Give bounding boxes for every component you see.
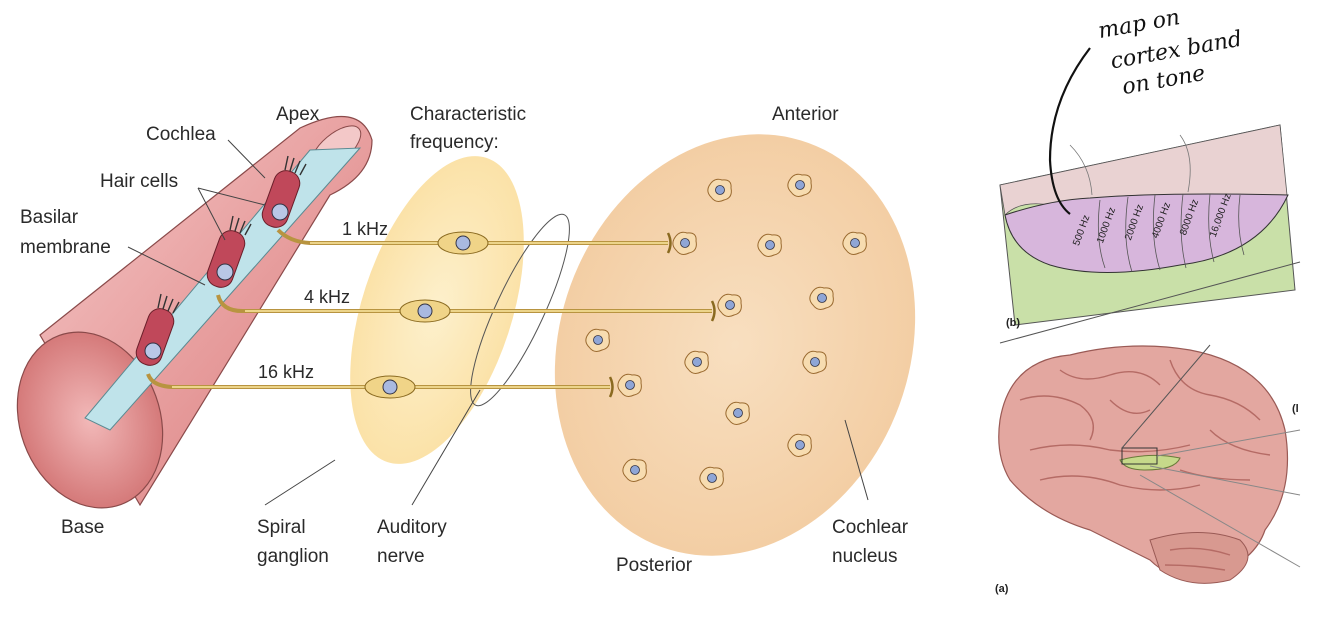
nerve-fiber-1khz	[276, 228, 672, 255]
nucleus-neuron	[787, 173, 812, 197]
panel-b-label: (b)	[1006, 317, 1021, 329]
leader-lines	[127, 139, 869, 506]
frequency-1khz-label: 1 kHz	[342, 219, 389, 239]
basilar-label-line1: Basilar	[20, 207, 79, 228]
auditory-nerve-line2: nerve	[377, 546, 425, 567]
frequency-4khz-label: 4 kHz	[304, 287, 351, 307]
nucleus-neuron	[809, 286, 834, 310]
hair-cells-label: Hair cells	[100, 171, 179, 192]
nucleus-neuron	[757, 233, 782, 257]
nucleus-neurons	[585, 173, 867, 490]
base-label: Base	[61, 517, 105, 538]
cochlea-label: Cochlea	[146, 124, 216, 145]
frequency-16khz-label: 16 kHz	[258, 362, 315, 382]
nucleus-neuron	[787, 433, 812, 457]
cochlear-nucleus-region	[554, 134, 916, 556]
nucleus-neuron	[684, 350, 709, 374]
brain-illustration	[998, 344, 1301, 584]
nucleus-neuron	[717, 293, 742, 317]
basilar-label-line2: membrane	[20, 237, 111, 258]
auditory-nerve-outline	[470, 213, 570, 407]
nucleus-neuron	[699, 466, 724, 490]
cochlear-nucleus-line2: nucleus	[832, 546, 898, 567]
nucleus-neuron	[842, 231, 867, 255]
characteristic-frequency-line2: frequency:	[410, 132, 499, 153]
spiral-ganglion-line1: Spiral	[257, 517, 306, 538]
nucleus-neuron	[672, 231, 697, 255]
nucleus-neuron	[617, 373, 642, 397]
posterior-label: Posterior	[616, 555, 693, 576]
handwritten-arrow	[1048, 47, 1091, 215]
nucleus-neuron	[707, 178, 732, 202]
nucleus-neuron	[585, 328, 610, 352]
spiral-ganglion-line2: ganglion	[257, 546, 329, 567]
nucleus-neuron	[622, 458, 647, 482]
nucleus-neuron	[802, 350, 827, 374]
hair-cell	[261, 155, 307, 228]
brain-cut-label: (l	[1292, 403, 1299, 415]
nerve-fiber-16khz	[146, 373, 614, 399]
anterior-label: Anterior	[772, 104, 839, 125]
apex-label: Apex	[276, 104, 320, 125]
auditory-nerve-line1: Auditory	[377, 517, 447, 538]
nucleus-neuron	[725, 401, 750, 425]
hair-cell	[135, 293, 180, 366]
characteristic-frequency-line1: Characteristic	[410, 104, 527, 125]
hair-cell	[206, 215, 252, 288]
nerve-fiber-4khz	[216, 294, 716, 323]
cortex-map-panel	[999, 124, 1301, 344]
cochlear-nucleus-line1: Cochlear	[832, 517, 909, 538]
panel-a-label: (a)	[995, 583, 1009, 595]
